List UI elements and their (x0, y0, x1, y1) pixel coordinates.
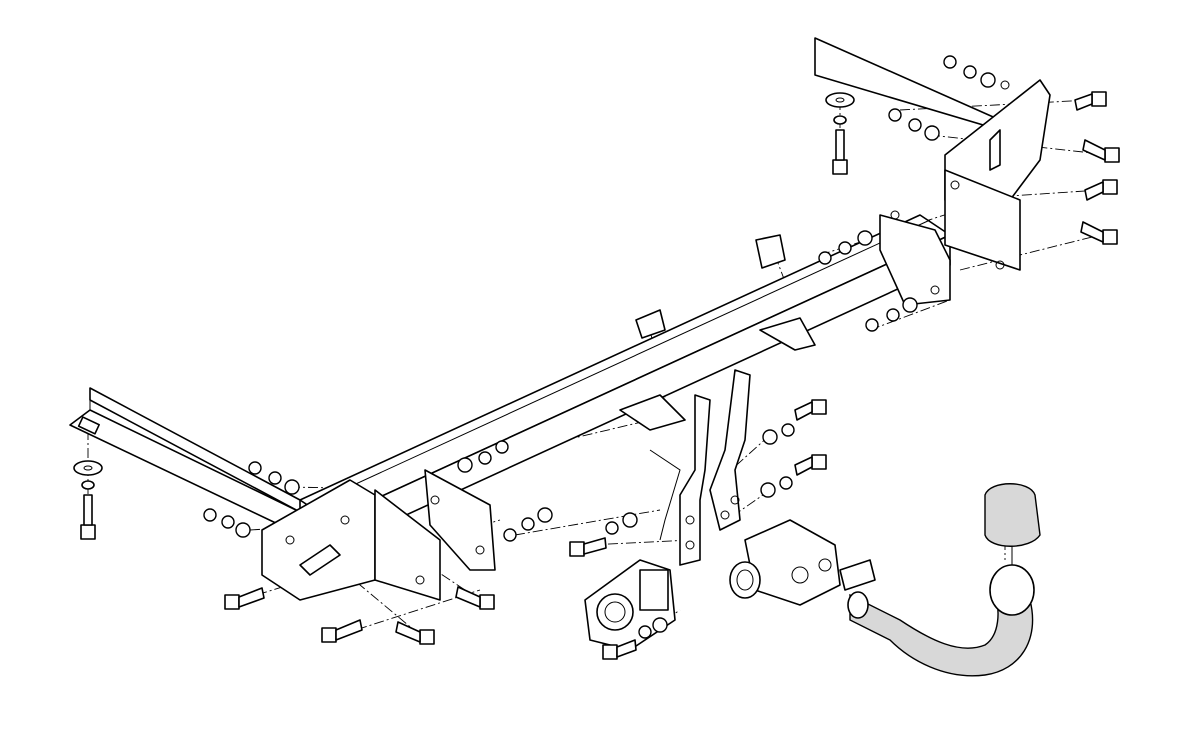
bolt (321, 619, 363, 643)
bolt (794, 454, 827, 476)
bolt (832, 129, 848, 175)
bolt (455, 586, 495, 610)
bolt (1084, 179, 1118, 201)
bolt (1074, 91, 1107, 111)
washer (825, 92, 855, 108)
bolt (395, 621, 435, 645)
bolt (602, 639, 637, 660)
crossbar-tube (299, 214, 951, 551)
right-mounting-plate (814, 37, 1051, 306)
socket-plate (584, 559, 676, 651)
neck-brackets (649, 369, 751, 566)
bolt (1080, 221, 1118, 245)
washer (833, 115, 847, 125)
nuts-and-washers (73, 55, 996, 639)
bolts (80, 91, 1120, 660)
tube-brackets (619, 234, 816, 431)
bolt (569, 537, 607, 557)
tow-ball-neck (847, 545, 1035, 677)
washer (73, 460, 103, 476)
bolt (224, 587, 265, 610)
bolt (80, 494, 96, 540)
bolt (1082, 139, 1120, 163)
left-mounting-plate (261, 469, 496, 601)
left-side-arm (69, 387, 301, 526)
washer (81, 480, 95, 490)
bolt (794, 399, 827, 421)
electrical-socket (729, 519, 876, 606)
ball-cover (984, 483, 1041, 547)
